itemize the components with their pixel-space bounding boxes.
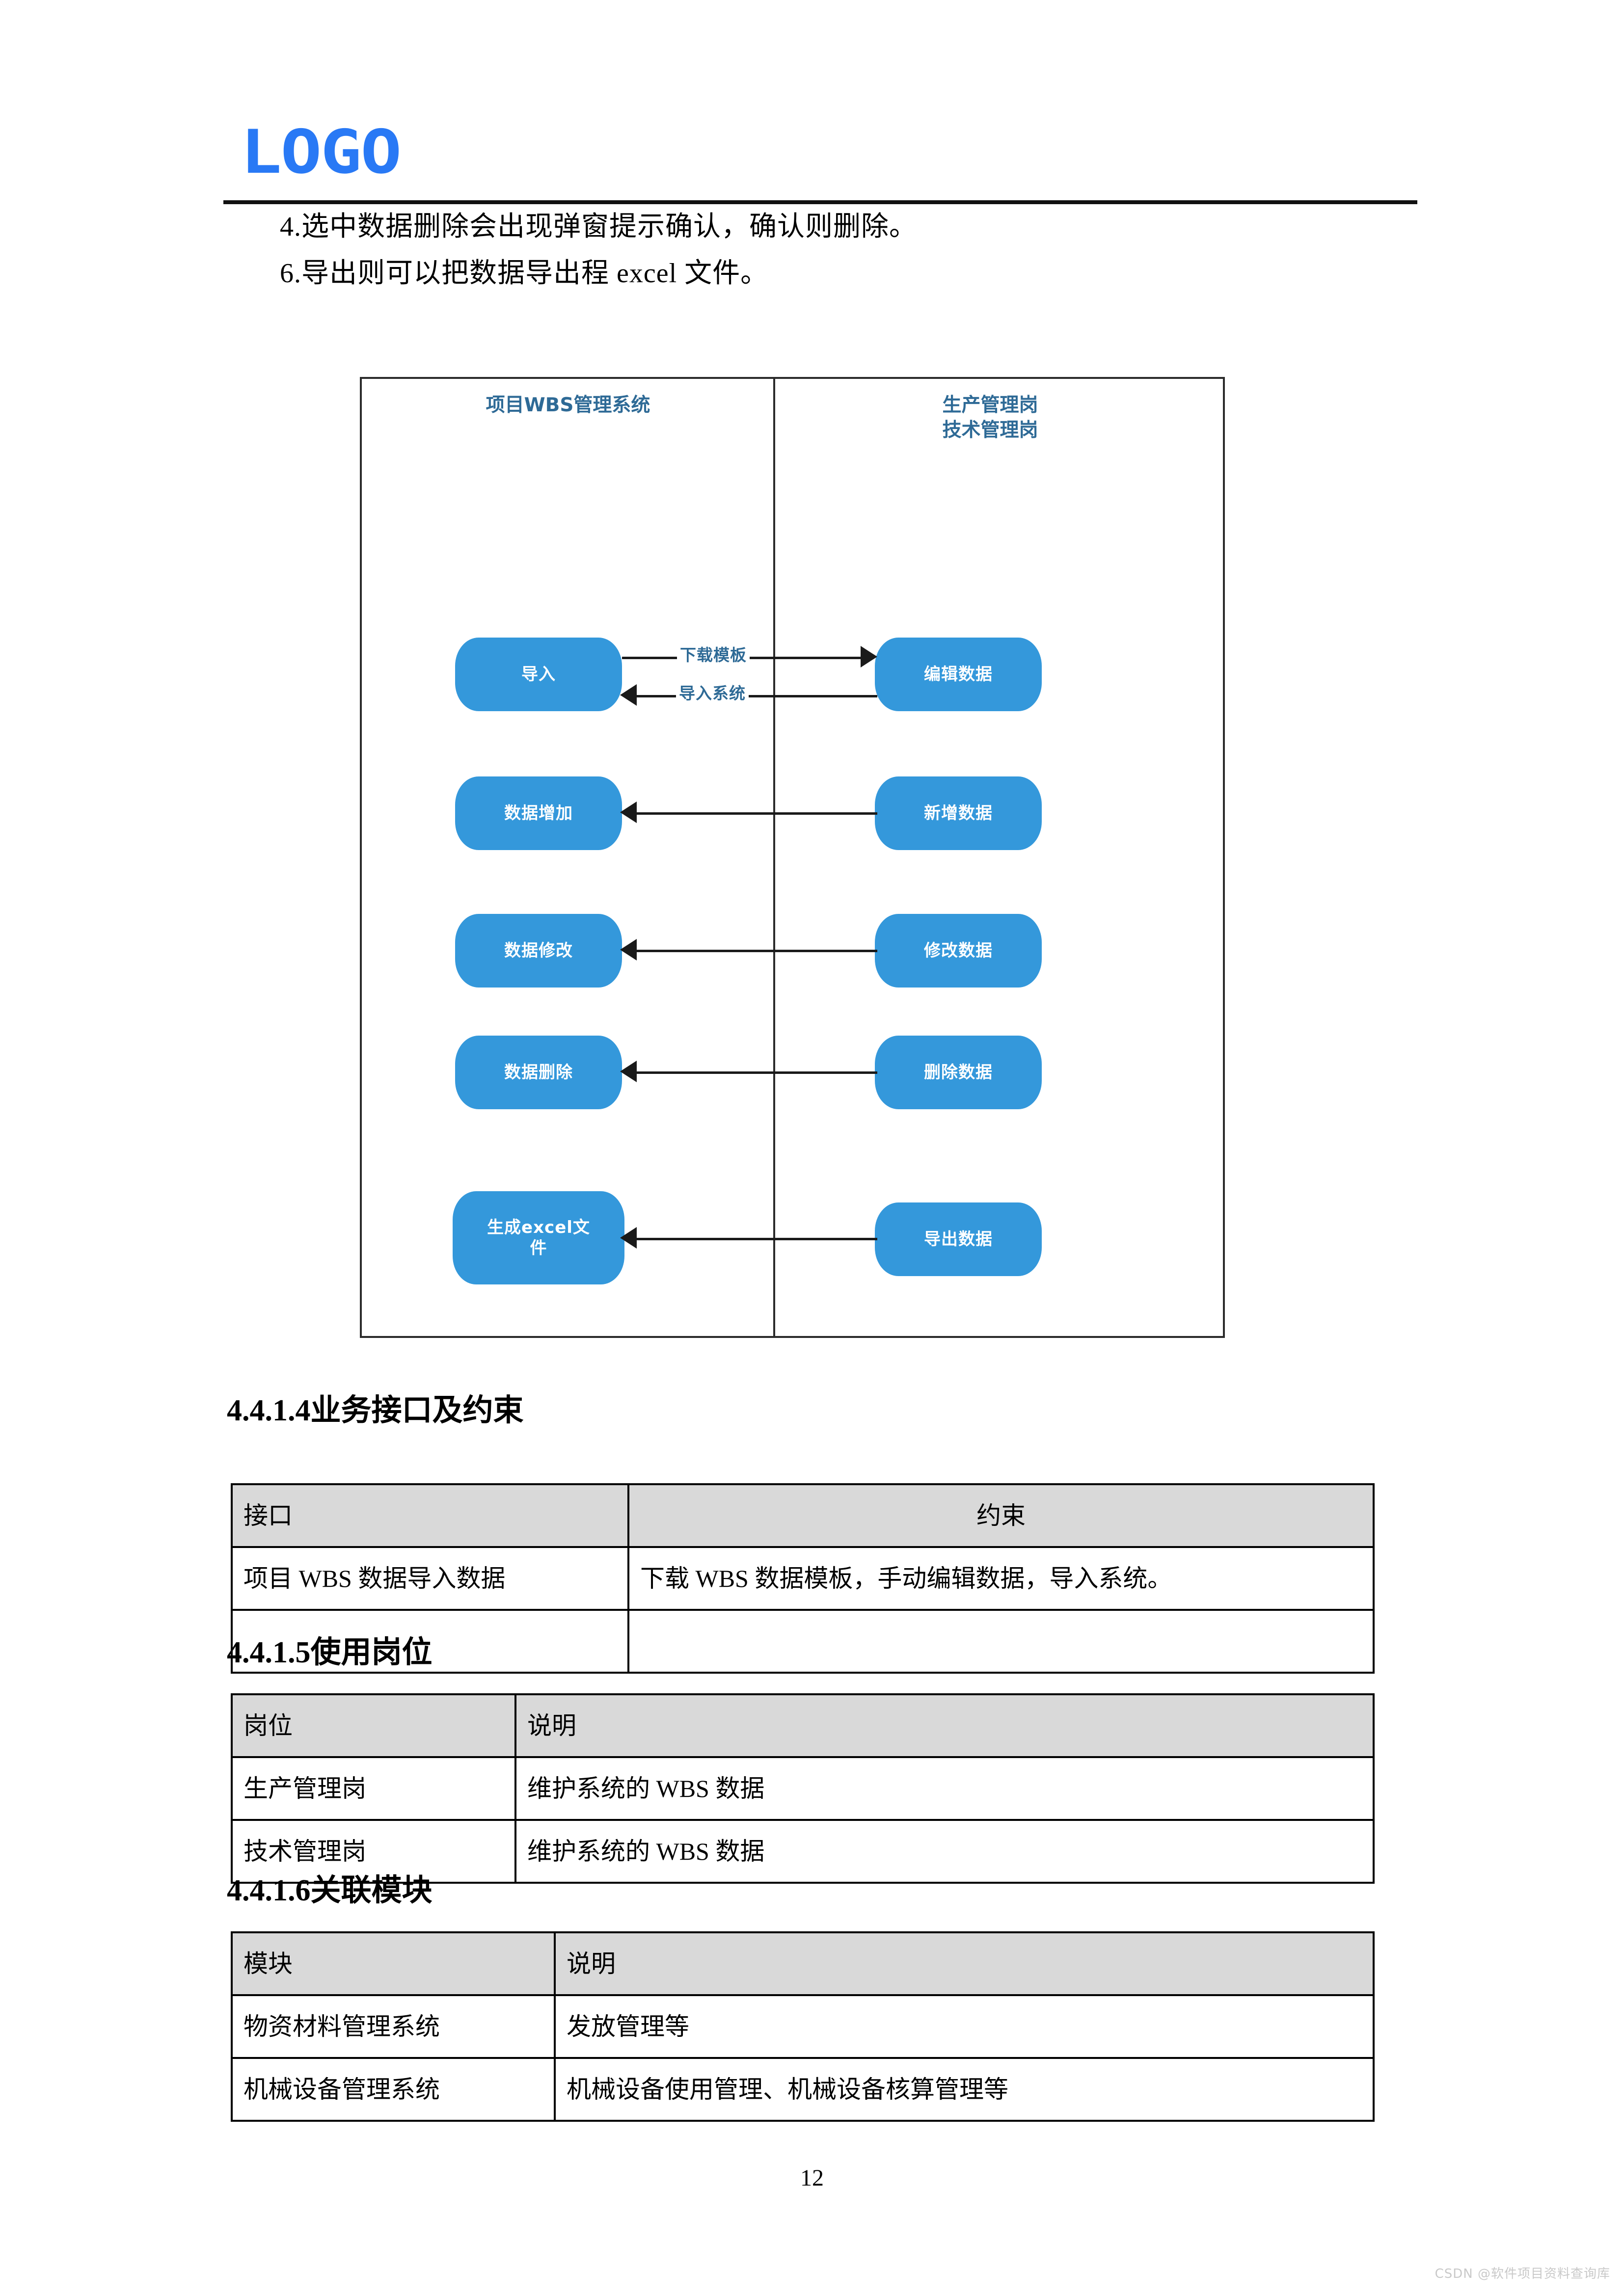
lane-title-left: 项目WBS管理系统 bbox=[486, 394, 650, 416]
paragraph-item-4: 4.选中数据删除会出现弹窗提示确认，确认则删除。 bbox=[280, 212, 917, 242]
table-row: 技术管理岗 维护系统的 WBS 数据 bbox=[231, 1819, 1375, 1884]
table-header-row: 接口 约束 bbox=[231, 1483, 1375, 1548]
connector-modify bbox=[637, 950, 877, 952]
node-export-data: 导出数据 bbox=[875, 1202, 1042, 1276]
arrowhead-export bbox=[620, 1227, 637, 1249]
node-data-modify: 数据修改 bbox=[455, 914, 622, 988]
cell-post-production: 生产管理岗 bbox=[231, 1756, 516, 1821]
table-header-row: 岗位 说明 bbox=[231, 1693, 1375, 1758]
col-header-interface: 接口 bbox=[231, 1483, 629, 1548]
cell-module-material-desc: 发放管理等 bbox=[554, 1994, 1375, 2059]
cell-module-equipment-desc: 机械设备使用管理、机械设备核算管理等 bbox=[554, 2057, 1375, 2122]
table-header-row: 模块 说明 bbox=[231, 1931, 1375, 1996]
lane-divider bbox=[773, 379, 775, 1336]
cell-post-production-desc: 维护系统的 WBS 数据 bbox=[514, 1756, 1375, 1821]
connector-add bbox=[637, 812, 877, 815]
table-row: 机械设备管理系统 机械设备使用管理、机械设备核算管理等 bbox=[231, 2057, 1375, 2122]
edge-label-download-template: 下载模板 bbox=[677, 642, 750, 666]
node-delete-data: 删除数据 bbox=[875, 1036, 1042, 1109]
table-row: 生产管理岗 维护系统的 WBS 数据 bbox=[231, 1756, 1375, 1821]
section-heading-business-interface: 4.4.1.4业务接口及约束 bbox=[227, 1394, 524, 1427]
table-row: 物资材料管理系统 发放管理等 bbox=[231, 1994, 1375, 2059]
section-heading-usage-post: 4.4.1.5使用岗位 bbox=[227, 1636, 433, 1669]
lane-title-right-line1: 生产管理岗 bbox=[942, 394, 1038, 416]
swimlane-diagram: 项目WBS管理系统 生产管理岗 技术管理岗 导入 编辑数据 下载模板 导入系统 … bbox=[360, 377, 1225, 1338]
header-divider bbox=[223, 200, 1417, 204]
section-heading-related-module: 4.4.1.6关联模块 bbox=[227, 1874, 433, 1907]
col-header-module: 模块 bbox=[231, 1931, 556, 1996]
page-number: 12 bbox=[800, 2165, 824, 2191]
arrowhead-download-template bbox=[861, 646, 877, 667]
company-logo: LOGO bbox=[241, 116, 402, 187]
node-data-delete: 数据删除 bbox=[455, 1036, 622, 1109]
watermark: CSDN @软件项目资料查询库 bbox=[1435, 2267, 1610, 2281]
table-related-module: 模块 说明 物资材料管理系统 发放管理等 机械设备管理系统 机械设备使用管理、机… bbox=[231, 1931, 1375, 2122]
edge-label-import-system: 导入系统 bbox=[676, 680, 749, 704]
lane-title-right: 生产管理岗 技术管理岗 bbox=[853, 393, 1128, 443]
arrowhead-add bbox=[620, 801, 637, 823]
node-edit-data: 编辑数据 bbox=[875, 638, 1042, 711]
col-header-post: 岗位 bbox=[231, 1693, 516, 1758]
arrowhead-modify bbox=[620, 939, 637, 961]
cell-constraint-desc: 下载 WBS 数据模板，手动编辑数据，导入系统。 bbox=[627, 1546, 1375, 1611]
paragraph-item-6: 6.导出则可以把数据导出程 excel 文件。 bbox=[280, 258, 769, 289]
cell-module-material: 物资材料管理系统 bbox=[231, 1994, 556, 2059]
node-generate-excel-line1: 生成excel文 bbox=[487, 1217, 590, 1237]
table-row: 项目 WBS 数据导入数据 下载 WBS 数据模板，手动编辑数据，导入系统。 bbox=[231, 1546, 1375, 1611]
cell-post-technical-desc: 维护系统的 WBS 数据 bbox=[514, 1819, 1375, 1884]
node-generate-excel-line2: 件 bbox=[530, 1238, 547, 1258]
col-header-constraint: 约束 bbox=[627, 1483, 1375, 1548]
table-business-interface: 接口 约束 项目 WBS 数据导入数据 下载 WBS 数据模板，手动编辑数据，导… bbox=[231, 1483, 1375, 1674]
table-row-empty bbox=[231, 1609, 1375, 1674]
connector-delete bbox=[637, 1071, 877, 1074]
connector-export bbox=[637, 1238, 877, 1240]
cell-interface-empty bbox=[231, 1609, 629, 1674]
cell-constraint-empty bbox=[627, 1609, 1375, 1674]
arrowhead-import-system bbox=[620, 684, 637, 706]
arrowhead-delete bbox=[620, 1061, 637, 1082]
connector-import-system bbox=[637, 695, 877, 697]
cell-post-technical: 技术管理岗 bbox=[231, 1819, 516, 1884]
table-usage-post: 岗位 说明 生产管理岗 维护系统的 WBS 数据 技术管理岗 维护系统的 WBS… bbox=[231, 1693, 1375, 1884]
col-header-description: 说明 bbox=[514, 1693, 1375, 1758]
node-data-add: 数据增加 bbox=[455, 776, 622, 850]
col-header-module-description: 说明 bbox=[554, 1931, 1375, 1996]
cell-interface-name: 项目 WBS 数据导入数据 bbox=[231, 1546, 629, 1611]
node-import: 导入 bbox=[455, 638, 622, 711]
node-new-data: 新增数据 bbox=[875, 776, 1042, 850]
node-modify-data: 修改数据 bbox=[875, 914, 1042, 988]
lane-title-right-line2: 技术管理岗 bbox=[942, 419, 1038, 442]
cell-module-equipment: 机械设备管理系统 bbox=[231, 2057, 556, 2122]
node-generate-excel-file: 生成excel文 件 bbox=[453, 1191, 624, 1284]
